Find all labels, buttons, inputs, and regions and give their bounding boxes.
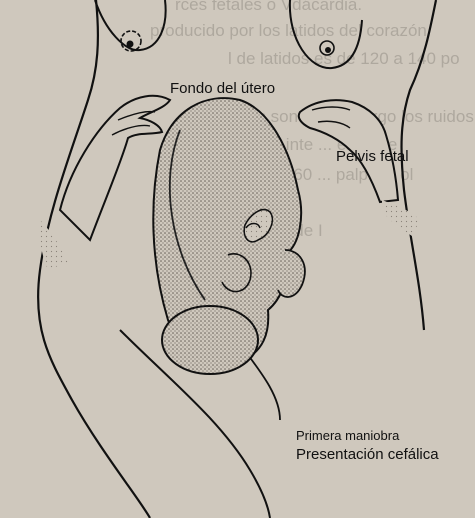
presentation-caption: Presentación cefálica xyxy=(296,446,439,463)
fetal-head xyxy=(162,306,258,374)
maneuver-caption: Primera maniobra xyxy=(296,428,399,443)
fetal-pelvis-label: Pelvis fetal xyxy=(336,148,409,165)
right-breast xyxy=(290,0,362,68)
torso-right-outline xyxy=(402,0,436,330)
right-forearm-shade xyxy=(382,200,420,236)
fundus-label: Fondo del útero xyxy=(170,80,275,97)
left-forearm-shade xyxy=(39,220,68,270)
